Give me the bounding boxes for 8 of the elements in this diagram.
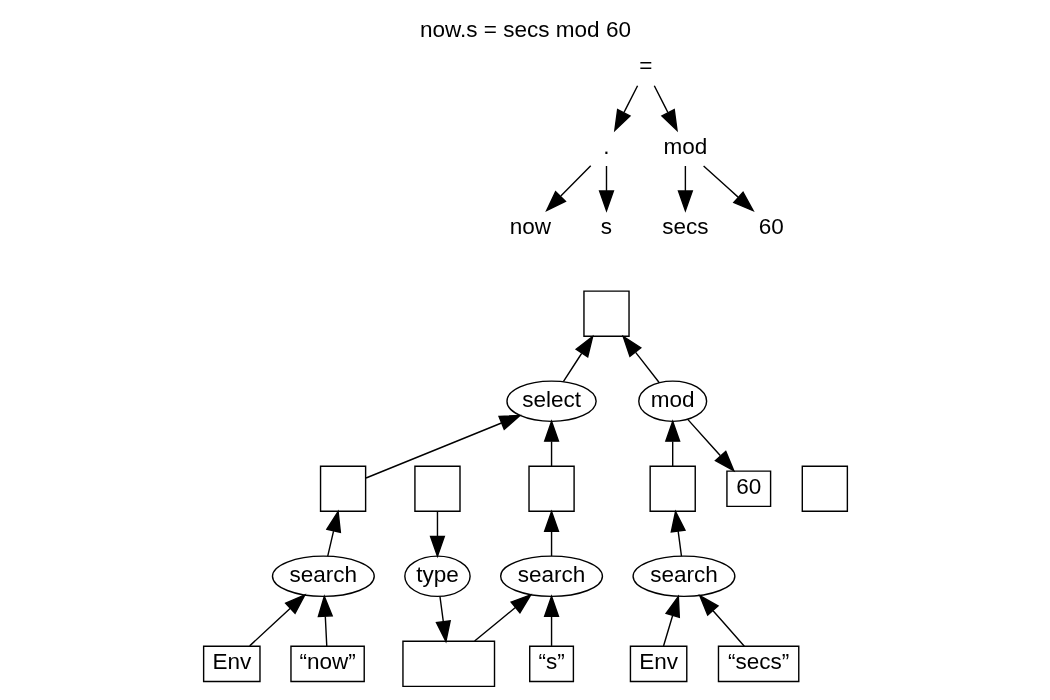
node-text: s [600,213,612,239]
node-text: = [638,53,653,79]
node-text: mod [662,133,707,159]
diagram-title: now.s = secs mod 60 [419,17,631,43]
node-text: 60 [758,213,784,239]
node-text: secs [661,213,709,239]
node-text: . [602,133,610,159]
node-text: now [509,213,551,239]
